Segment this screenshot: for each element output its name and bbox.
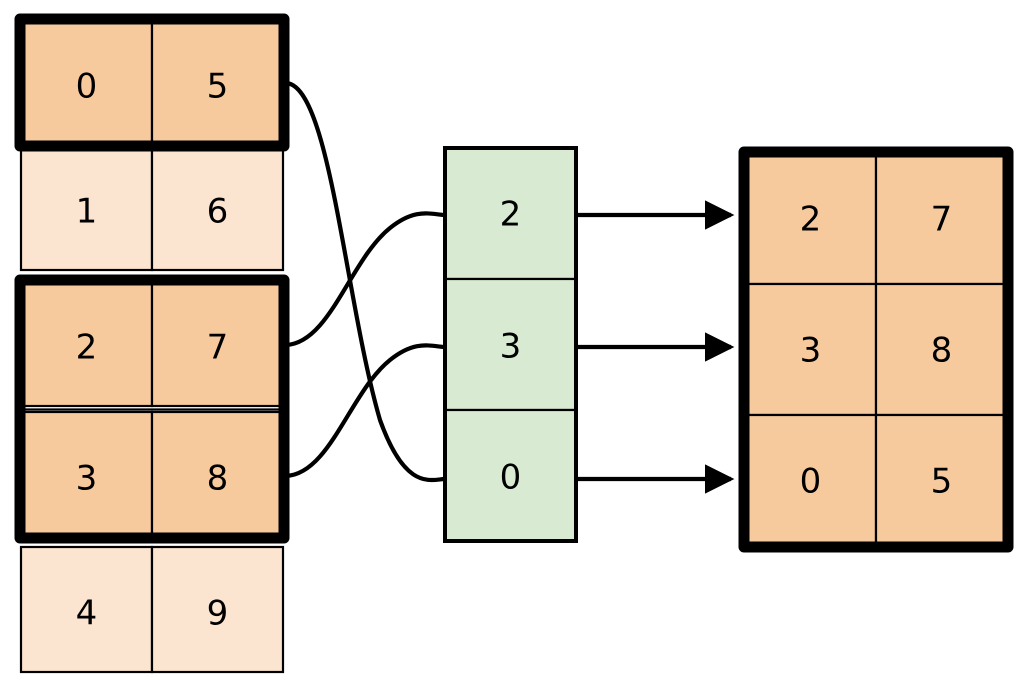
source-row-3[interactable]: 3 8	[19, 410, 285, 539]
source-cell-r4-c0[interactable]	[19, 545, 154, 674]
index-column: 2 3 0	[443, 146, 578, 543]
result-cell-r2-c1[interactable]	[874, 413, 1009, 548]
source-cell-r4-c0-label: 4	[76, 594, 98, 634]
result-cell-r0-c1-label: 7	[931, 200, 953, 240]
result-cell-r1-c0[interactable]	[743, 282, 878, 417]
source-cell-r0-c1-label: 5	[207, 67, 229, 107]
result-cell-r0-c0-label: 2	[800, 200, 822, 240]
link-curves	[285, 80, 445, 483]
source-cell-r3-c0-label: 3	[76, 459, 98, 499]
source-cell-r1-c0-label: 1	[76, 192, 98, 232]
index-cell-1-label: 3	[500, 327, 522, 367]
link-source-row-0-to-index-2	[285, 80, 445, 483]
index-cell-2[interactable]	[443, 408, 578, 543]
source-cell-r2-c1[interactable]	[150, 279, 285, 408]
index-cell-2-label: 0	[500, 458, 522, 498]
source-row-1[interactable]: 1 6	[19, 143, 285, 272]
source-row-0[interactable]: 0 5	[19, 18, 285, 147]
result-cell-r2-c0[interactable]	[743, 413, 878, 548]
source-cell-r4-c1-label: 9	[207, 594, 229, 634]
source-row-2[interactable]: 2 7	[19, 279, 285, 408]
source-cell-r0-c0-label: 0	[76, 67, 98, 107]
result-cell-r2-c0-label: 0	[800, 462, 822, 502]
result-table-highlight	[738, 146, 1014, 553]
source-table: 0 5 1 6 2 7 3 8	[14, 13, 290, 674]
link-source-row-3-to-index-1	[285, 343, 445, 479]
result-table: 2 7 3 8 0 5	[738, 146, 1014, 553]
source-cell-r1-c1-label: 6	[207, 192, 229, 232]
source-cell-r3-c1[interactable]	[150, 410, 285, 539]
source-cell-r0-c0[interactable]	[19, 18, 154, 147]
result-arrows	[578, 200, 735, 494]
source-row-0-highlight	[14, 13, 290, 152]
index-cell-0-label: 2	[500, 195, 522, 235]
index-cell-1[interactable]	[443, 277, 578, 412]
index-column-outline	[443, 146, 578, 543]
result-cell-r0-c1[interactable]	[874, 151, 1009, 286]
source-cell-r1-c1[interactable]	[150, 143, 285, 272]
result-cell-r1-c0-label: 3	[800, 331, 822, 371]
source-cell-r2-c0-label: 2	[76, 328, 98, 368]
source-cell-r3-c1-label: 8	[207, 459, 229, 499]
result-cell-r2-c1-label: 5	[931, 462, 953, 502]
source-row-4[interactable]: 4 9	[19, 545, 285, 674]
source-cell-r0-c1[interactable]	[150, 18, 285, 147]
result-cell-r1-c1[interactable]	[874, 282, 1009, 417]
result-cell-r1-c1-label: 8	[931, 331, 953, 371]
source-cell-r4-c1[interactable]	[150, 545, 285, 674]
source-cell-r2-c1-label: 7	[207, 328, 229, 368]
link-source-row-2-to-index-0	[285, 211, 445, 348]
source-cell-r2-c0[interactable]	[19, 279, 154, 408]
